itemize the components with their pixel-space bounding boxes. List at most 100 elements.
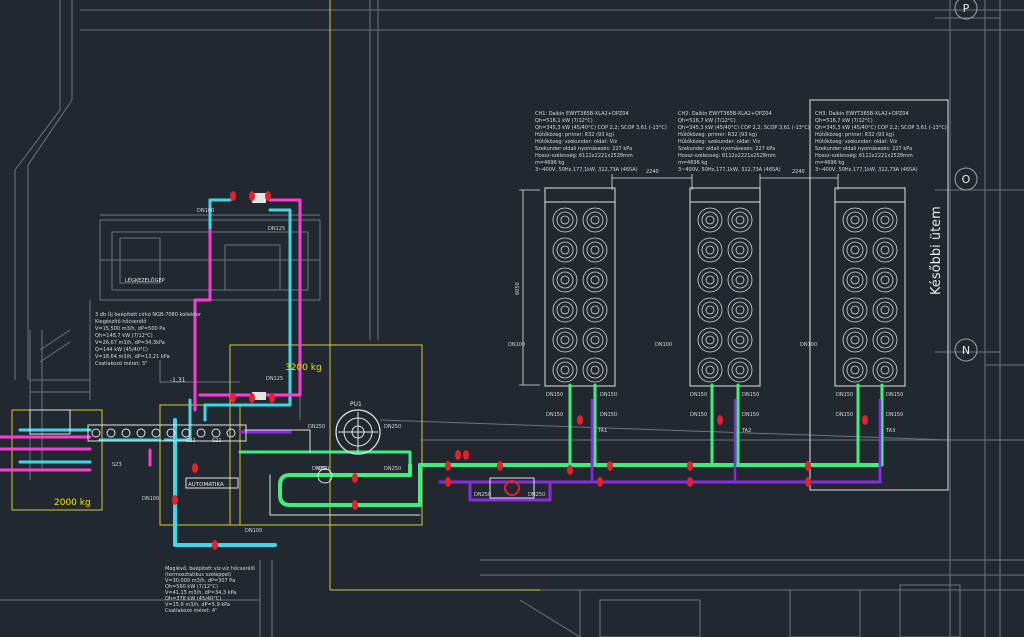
flow-marker bbox=[352, 500, 358, 510]
svg-text:Csatlakozó méret: 4": Csatlakozó méret: 4" bbox=[165, 607, 217, 614]
chiller-tag: TA2 bbox=[741, 428, 751, 434]
pipe-label: DN250 bbox=[528, 492, 545, 498]
svg-text:Qh=345,3 kW (45/40°C) COP 2,2;: Qh=345,3 kW (45/40°C) COP 2,2; SCOP 3,61… bbox=[535, 125, 667, 131]
dimension-lines bbox=[519, 174, 839, 386]
svg-text:Meglévő, beépített víz-víz hőc: Meglévő, beépített víz-víz hőcserélő bbox=[165, 565, 255, 572]
svg-text:Qh=378 kW (45/40°C): Qh=378 kW (45/40°C) bbox=[165, 596, 221, 602]
air-handler-label: LÉGKEZELŐGÉP bbox=[125, 276, 165, 284]
svg-text:Qh=345,3 kW (45/40°C) COP 2,2;: Qh=345,3 kW (45/40°C) COP 2,2; SCOP 3,61… bbox=[678, 125, 810, 131]
svg-text:CH1: Daikin EWYT365B-XLA2+OPZ0: CH1: Daikin EWYT365B-XLA2+OPZ04 bbox=[535, 111, 629, 117]
strainer-symbol bbox=[317, 468, 333, 484]
pipe-label: DN150 bbox=[600, 392, 617, 398]
svg-text:Hűtőközeg: szekunder: oldat: V: Hűtőközeg: szekunder: oldat: Víz bbox=[535, 138, 617, 145]
flow-marker bbox=[805, 477, 811, 487]
pipe-label: DN150 bbox=[742, 412, 759, 418]
flow-marker bbox=[687, 461, 693, 471]
svg-text:(termosztatikus szeleppel): (termosztatikus szeleppel) bbox=[165, 572, 231, 578]
svg-text:V=30,000 m3/h, dP=307 Pa: V=30,000 m3/h, dP=307 Pa bbox=[165, 578, 235, 584]
svg-text:Q=144 kW (45/40°C): Q=144 kW (45/40°C) bbox=[95, 347, 148, 353]
svg-text:Hossz-szélesség: 6112x2221x252: Hossz-szélesség: 6112x2221x2528mm bbox=[535, 152, 633, 159]
manifold-valve bbox=[226, 428, 236, 438]
manifold-valve bbox=[136, 428, 146, 438]
grid-marker-p: P bbox=[954, 0, 978, 20]
chiller-unit bbox=[689, 187, 761, 387]
pipe-label: DN250 bbox=[384, 466, 401, 472]
svg-text:m=4696 kg: m=4696 kg bbox=[535, 160, 564, 166]
flow-marker bbox=[230, 191, 236, 201]
manifold-valve bbox=[106, 428, 116, 438]
grid-marker-label: P bbox=[963, 2, 970, 15]
red-flow-markers bbox=[172, 191, 868, 550]
automatika-box: AUTOMATIKA bbox=[185, 477, 239, 489]
manifold-valve bbox=[91, 428, 101, 438]
manifold-valve bbox=[211, 428, 221, 438]
pipe-label: DN100 bbox=[197, 208, 214, 214]
flow-marker bbox=[805, 461, 811, 471]
flow-marker bbox=[717, 415, 723, 425]
svg-text:Hűtőközeg: szekunder: oldat: V: Hűtőközeg: szekunder: oldat: Víz bbox=[678, 138, 760, 145]
svg-text:3~400V, 50Hz,177,1kW, 312,73A: 3~400V, 50Hz,177,1kW, 312,73A (465A) bbox=[535, 167, 638, 173]
chiller-unit bbox=[834, 187, 906, 387]
pipe-label: DN100 bbox=[508, 342, 525, 348]
storage-3200-label: 3200 kg bbox=[285, 363, 322, 373]
flow-marker bbox=[577, 415, 583, 425]
heat-exchanger-top bbox=[252, 193, 266, 400]
svg-text:Hűtőközeg: primer: R32 (93 kg): Hűtőközeg: primer: R32 (93 kg) bbox=[535, 132, 614, 138]
pipe-label: DN100 bbox=[245, 528, 262, 534]
manifold-valve bbox=[166, 428, 176, 438]
later-phase-frame: Későbbi ütem bbox=[809, 99, 949, 491]
svg-text:Szekunder oldali nyomásesés: 2: Szekunder oldali nyomásesés: 227 kPa bbox=[678, 145, 775, 152]
chiller-unit bbox=[544, 187, 616, 387]
pipe-label: DN100 bbox=[655, 342, 672, 348]
valve-label: MB1 bbox=[316, 466, 327, 472]
grid-marker-o: O bbox=[954, 167, 978, 191]
svg-text:3~400V, 50Hz,177,1kW, 312,73A: 3~400V, 50Hz,177,1kW, 312,73A (465A) bbox=[815, 167, 918, 173]
manifold-valves bbox=[91, 428, 236, 438]
manifold-valve bbox=[181, 428, 191, 438]
pipe-label: DN150 bbox=[886, 392, 903, 398]
svg-text:CH2: Daikin EWYT365B-XLA2+OPZ0: CH2: Daikin EWYT365B-XLA2+OPZ04 bbox=[678, 111, 772, 117]
pump-label: PU1 bbox=[350, 401, 362, 408]
pipe-label: DN150 bbox=[690, 392, 707, 398]
svg-text:3 db Új beépített cirkó NGB-70: 3 db Új beépített cirkó NGB-7080 kollekt… bbox=[95, 311, 202, 318]
flow-marker bbox=[455, 450, 461, 460]
svg-text:Qh=516,7 kW (7/12°C): Qh=516,7 kW (7/12°C) bbox=[815, 118, 873, 124]
note-top: 3 db Új beépített cirkó NGB-7080 kollekt… bbox=[95, 311, 202, 367]
grid-marker-n: N bbox=[954, 338, 978, 362]
note-bottom: Meglévő, beépített víz-víz hőcserélő (te… bbox=[165, 565, 255, 614]
chiller-units bbox=[544, 187, 906, 387]
manifold-valve bbox=[121, 428, 131, 438]
pipe-label: DN125 bbox=[268, 226, 285, 232]
manifold-valve bbox=[196, 428, 206, 438]
flow-marker bbox=[445, 461, 451, 471]
pipe-label: DN150 bbox=[836, 412, 853, 418]
pipe-label: DN100 bbox=[800, 342, 817, 348]
flow-marker bbox=[249, 191, 255, 201]
later-phase-label: Későbbi ütem bbox=[929, 206, 944, 295]
flow-marker bbox=[445, 477, 451, 487]
flow-marker bbox=[607, 461, 613, 471]
valve-label: S22 bbox=[186, 438, 196, 444]
pipe-size-labels: DN100 DN125 DN125 DN250 DN250 DN250 DN25… bbox=[142, 208, 903, 534]
pipe-label: DN150 bbox=[546, 412, 563, 418]
dimension-label: 2240 bbox=[646, 169, 659, 175]
elevation-label: -1,31 bbox=[170, 377, 186, 384]
pipe-label: DN150 bbox=[690, 412, 707, 418]
flow-marker bbox=[567, 465, 573, 475]
chiller-spec-ch1: CH1: Daikin EWYT365B-XLA2+OPZ04 Qh=516,1… bbox=[535, 111, 667, 173]
svg-text:Qh=516,7 kW (7/12°C): Qh=516,7 kW (7/12°C) bbox=[678, 118, 736, 124]
chiller-spec-ch3: CH3: Daikin EWYT365B-XLA2+OPZ04 Qh=516,7… bbox=[815, 111, 947, 173]
pipe-label: DN150 bbox=[742, 392, 759, 398]
svg-text:Qh=345,3 kW (45/40°C) COP 2,2;: Qh=345,3 kW (45/40°C) COP 2,2; SCOP 3,61… bbox=[815, 125, 947, 131]
svg-text:CH3: Daikin EWYT365B-XLA2+OPZ0: CH3: Daikin EWYT365B-XLA2+OPZ04 bbox=[815, 111, 909, 117]
svg-text:Qh=516,1 kW (7/12°C): Qh=516,1 kW (7/12°C) bbox=[535, 118, 593, 124]
svg-text:Qh=560 kW (7/12°C): Qh=560 kW (7/12°C) bbox=[165, 584, 218, 590]
dimension-label: 2240 bbox=[792, 169, 805, 175]
svg-text:V=18,64 m3/h, dP=13,21 kPa: V=18,64 m3/h, dP=13,21 kPa bbox=[95, 354, 170, 360]
flow-marker bbox=[497, 461, 503, 471]
pipe-label: DN250 bbox=[312, 466, 329, 472]
pipe-label: DN250 bbox=[384, 424, 401, 430]
flow-marker bbox=[687, 477, 693, 487]
chiller-tag: TA1 bbox=[597, 428, 607, 434]
